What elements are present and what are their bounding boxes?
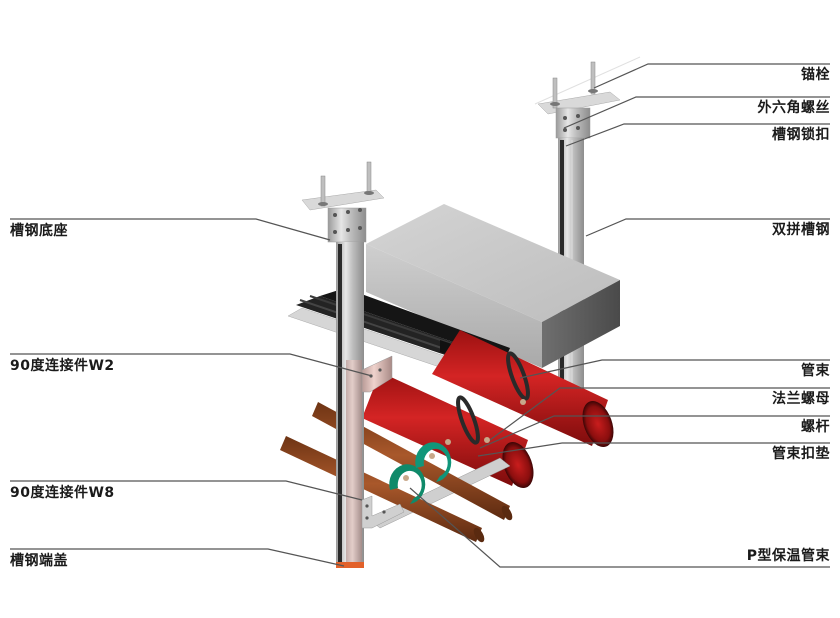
callout-anchor-bolt: 锚栓 xyxy=(801,67,830,83)
channel-base-right xyxy=(555,107,591,139)
callout-pipe-clamp-pad: 管束扣垫 xyxy=(772,446,830,462)
channel-steel-left xyxy=(336,242,364,568)
leader-end-cap xyxy=(10,548,345,567)
pipe-clamps xyxy=(445,351,530,445)
leader-pipe-clamp xyxy=(519,359,830,379)
callout-pipe-clamp: 管束 xyxy=(801,363,830,379)
anchor-bolt-right xyxy=(550,61,598,109)
red-pipe-lower xyxy=(362,372,534,489)
leader-anchor-bolt xyxy=(593,63,830,89)
callout-double-channel-steel: 双拼槽钢 xyxy=(772,222,830,238)
red-pipe-upper xyxy=(432,330,614,448)
callout-hex-bolt: 外六角螺丝 xyxy=(757,100,830,116)
connector-w8 xyxy=(361,495,405,529)
anchor-bolt-left xyxy=(318,161,374,207)
copper-pipe-front xyxy=(280,436,485,543)
channel-base-left xyxy=(327,207,367,243)
callout-channel-lock: 槽钢锁扣 xyxy=(772,127,830,143)
air-duct xyxy=(366,204,620,368)
leader-double-channel xyxy=(585,218,830,237)
callout-channel-steel-end-cap: 槽钢端盖 xyxy=(10,553,68,569)
callout-channel-steel-base: 槽钢底座 xyxy=(10,223,68,239)
callout-connector-90-w8: 90度连接件W8 xyxy=(10,485,115,501)
leader-threaded-rod xyxy=(479,415,830,449)
anchor-plate-right xyxy=(534,56,641,115)
leader-flange-nut xyxy=(489,387,830,441)
callout-threaded-rod: 螺杆 xyxy=(801,419,830,435)
leader-pipe-clamp-pad xyxy=(477,442,830,457)
leader-channel-lock xyxy=(565,123,830,147)
callout-connector-90-w2: 90度连接件W2 xyxy=(10,358,115,374)
leader-connector-w8 xyxy=(10,480,363,501)
leader-p-type-clamp xyxy=(409,487,830,568)
leader-hex-bolt xyxy=(563,96,830,129)
leader-lines xyxy=(10,63,830,568)
p-type-insulated-clamps xyxy=(389,442,452,504)
leader-channel-base xyxy=(10,218,331,241)
leader-connector-w2 xyxy=(10,353,373,377)
callout-p-type-insulated-clamp: P型保温管束 xyxy=(746,548,830,564)
callout-flange-nut: 法兰螺母 xyxy=(772,391,830,407)
